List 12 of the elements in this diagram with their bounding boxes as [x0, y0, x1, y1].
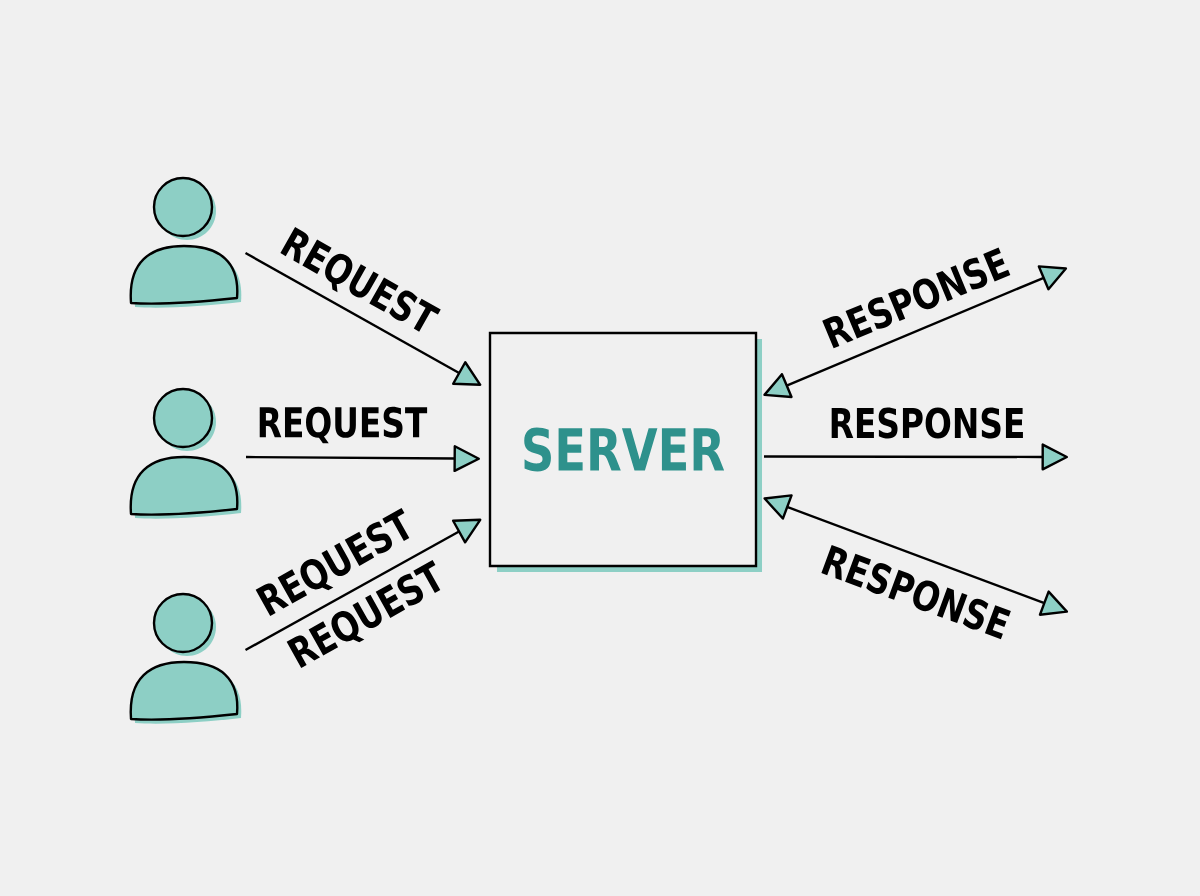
arrow — [244, 518, 482, 652]
arrow — [764, 443, 1068, 471]
person-icon — [129, 176, 242, 308]
arrow — [244, 251, 482, 386]
edge-label: REQUEST — [254, 404, 430, 446]
person-icon — [129, 592, 242, 724]
person-icon — [129, 387, 242, 519]
arrow — [763, 265, 1068, 399]
arrow — [246, 445, 480, 473]
arrow — [763, 494, 1069, 616]
server-box: SERVER — [488, 331, 762, 572]
edge-label: RESPONSE — [826, 405, 1028, 441]
